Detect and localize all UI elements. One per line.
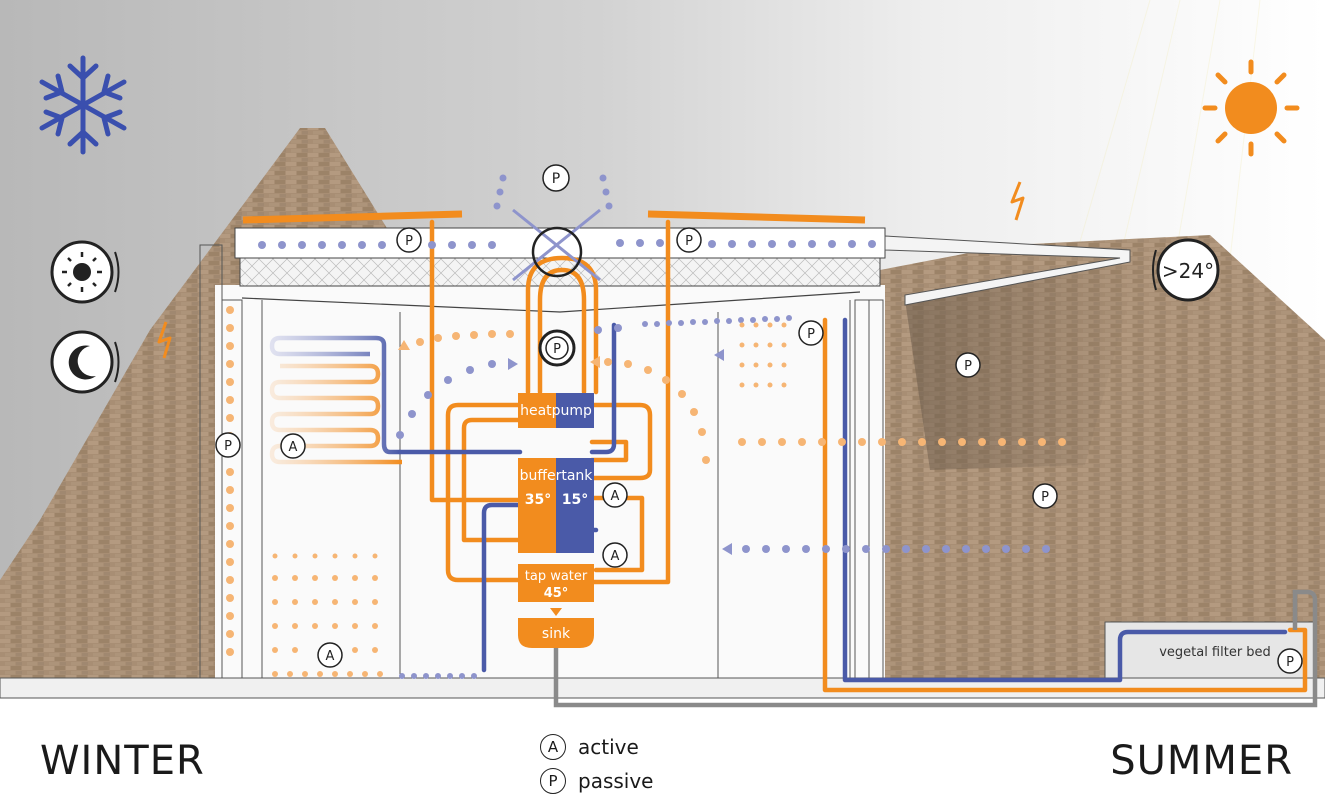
passive-marker-roof-right-label: P bbox=[685, 234, 693, 249]
passive-marker-ceiling-right-label: P bbox=[807, 327, 815, 342]
filter-bed-label: vegetal filter bed bbox=[1159, 645, 1271, 660]
central-pump: P bbox=[540, 331, 574, 365]
threshold-label: >24° bbox=[1162, 259, 1214, 283]
passive-marker-top-label: P bbox=[552, 171, 560, 187]
buffertank-warm-temp: 35° bbox=[525, 492, 551, 508]
passive-marker-wall-left-label: P bbox=[224, 439, 232, 454]
passive-marker-roof-left-label: P bbox=[405, 234, 413, 249]
legend-passive: P passive bbox=[540, 768, 654, 794]
tapwater-block: tap water 45° bbox=[518, 564, 594, 602]
active-symbol-icon: A bbox=[540, 734, 566, 760]
legend-passive-label: passive bbox=[578, 769, 654, 793]
active-marker-floor-label: A bbox=[326, 649, 335, 664]
tapwater-label: tap water bbox=[525, 569, 588, 584]
winter-label: WINTER bbox=[40, 738, 205, 784]
passive-marker-hill-upper-label: P bbox=[964, 359, 972, 374]
heatpump-block: heatpump bbox=[518, 393, 594, 428]
legend-active-label: active bbox=[578, 735, 639, 759]
heatpump-label: heatpump bbox=[520, 403, 592, 419]
passive-symbol-icon: P bbox=[540, 768, 566, 794]
sink-block: sink bbox=[518, 618, 594, 648]
buffertank-cold-temp: 15° bbox=[562, 492, 588, 508]
pump-marker-label: P bbox=[553, 342, 561, 357]
active-marker-coil-label: A bbox=[289, 440, 298, 455]
buffertank-block: buffertank 35° 15° bbox=[518, 458, 594, 553]
legend-active: A active bbox=[540, 734, 639, 760]
passive-marker-hill-lower-label: P bbox=[1041, 490, 1049, 505]
passive-marker-filter-bed-label: P bbox=[1286, 655, 1294, 670]
buffertank-label: buffertank bbox=[520, 468, 594, 484]
summer-label: SUMMER bbox=[1110, 738, 1293, 784]
sink-label: sink bbox=[542, 626, 571, 642]
active-marker-buffer-label: A bbox=[611, 489, 620, 504]
tapwater-temp: 45° bbox=[544, 586, 569, 601]
active-marker-tapwater-label: A bbox=[611, 549, 620, 564]
